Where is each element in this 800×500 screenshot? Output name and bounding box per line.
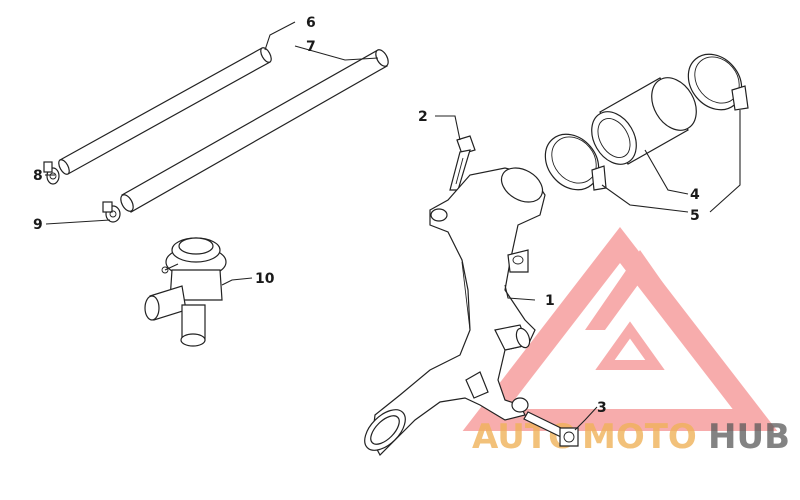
- callout-labels: 1 2 3 4 5 6 7 8 9 10: [33, 15, 700, 416]
- callout-10: 10: [255, 271, 275, 287]
- hose-clamp-5a: [544, 133, 607, 191]
- callout-6: 6: [306, 15, 316, 31]
- coolant-tube-1: [364, 167, 546, 456]
- callout-8: 8: [33, 168, 43, 184]
- callout-3: 3: [597, 400, 607, 416]
- watermark-logo: [462, 226, 778, 431]
- hose-clip-8: [43, 161, 60, 185]
- vent-hose-7: [120, 49, 389, 213]
- watermark-moto: MOTO: [582, 417, 697, 457]
- callout-4: 4: [690, 187, 700, 203]
- hose-sleeve-4: [591, 77, 697, 165]
- vent-hose-6: [58, 47, 272, 175]
- hose-clamp-5b: [687, 53, 749, 111]
- callout-7: 7: [306, 39, 316, 55]
- callout-9: 9: [33, 217, 43, 233]
- hose-clip-9: [102, 201, 121, 223]
- watermark-hub: HUB: [708, 417, 790, 457]
- valve-10: [144, 237, 227, 347]
- bolt-3: [523, 411, 579, 447]
- callout-2: 2: [418, 109, 428, 125]
- leader-lines: [45, 21, 741, 431]
- callout-1: 1: [545, 293, 555, 309]
- callout-5: 5: [690, 208, 700, 224]
